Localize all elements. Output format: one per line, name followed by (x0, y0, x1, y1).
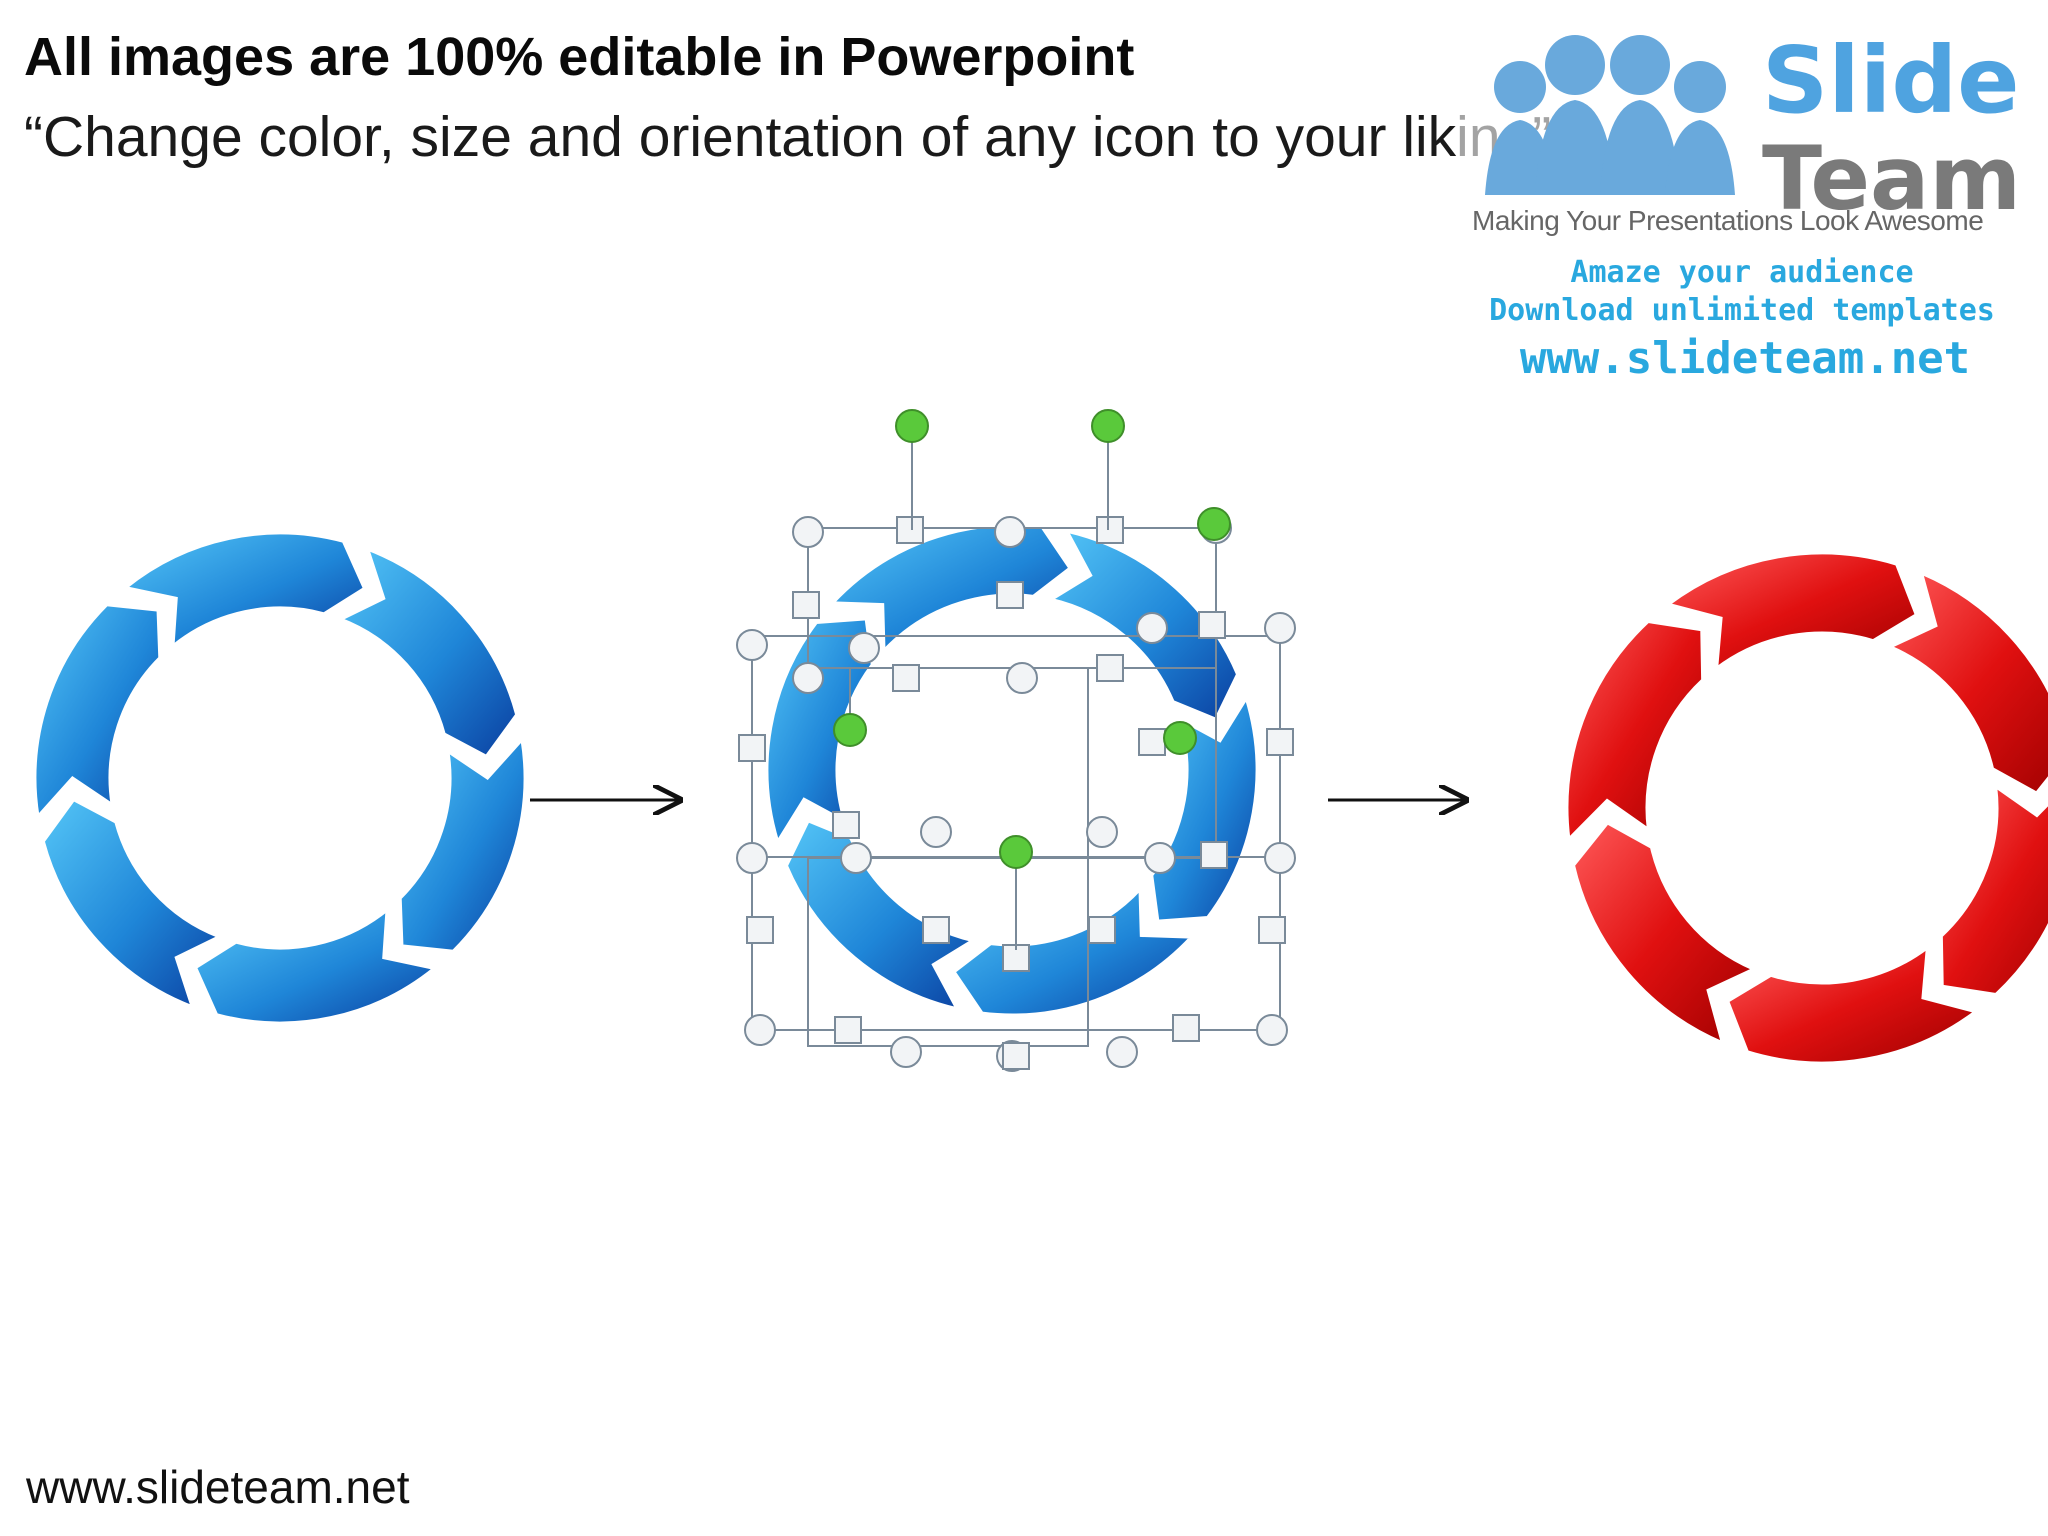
resize-handle[interactable] (1136, 612, 1168, 644)
resize-handle[interactable] (744, 1014, 776, 1046)
logo-promo-line-1: Amaze your audience (1570, 255, 1914, 290)
adjust-handle[interactable] (1200, 841, 1228, 869)
red-arrow-segment[interactable] (1565, 619, 1705, 843)
selected-arrow-segment[interactable] (784, 818, 977, 1011)
selection-box (807, 857, 1089, 1047)
resize-handle[interactable] (920, 816, 952, 848)
adjust-handle[interactable] (892, 664, 920, 692)
resize-handle[interactable] (1086, 816, 1118, 848)
resize-handle[interactable] (1264, 612, 1296, 644)
red-arrow-segment[interactable] (1939, 777, 2048, 997)
selected-blue-cycle[interactable] (765, 523, 1259, 1017)
red-arrow-segment[interactable] (1665, 551, 1919, 672)
adjust-handle[interactable] (996, 581, 1024, 609)
resize-handle[interactable] (792, 662, 824, 694)
logo-word-slide: Slide (1762, 27, 2020, 134)
adjust-handle[interactable] (738, 734, 766, 762)
slideteam-logo[interactable]: Slide Team Making Your Presentations Loo… (1460, 15, 2030, 395)
adjust-handle[interactable] (896, 516, 924, 544)
adjust-handle[interactable] (1198, 611, 1226, 639)
rotation-handle[interactable] (895, 409, 929, 443)
adjust-handle[interactable] (792, 591, 820, 619)
rotation-handle[interactable] (1091, 409, 1125, 443)
blue-arrow-segment[interactable] (33, 603, 162, 820)
red-arrow-segment[interactable] (1571, 821, 1758, 1046)
blue-arrow-segment[interactable] (398, 736, 527, 953)
adjust-handle[interactable] (1172, 1014, 1200, 1042)
slide-subtitle: “Change color, size and orientation of a… (24, 105, 1552, 169)
selected-arrow-segment[interactable] (829, 523, 1072, 655)
rotation-handle[interactable] (833, 713, 867, 747)
adjust-handle[interactable] (834, 1016, 862, 1044)
resize-handle[interactable] (1006, 662, 1038, 694)
adjust-handle[interactable] (1096, 516, 1124, 544)
rotation-handle[interactable] (999, 835, 1033, 869)
resize-handle[interactable] (736, 629, 768, 661)
red-arrow-segment[interactable] (1725, 944, 1979, 1065)
resize-handle[interactable] (736, 842, 768, 874)
red-arrow-segment[interactable] (1886, 570, 2048, 795)
red-cycle[interactable] (1565, 551, 2048, 1065)
resize-handle[interactable] (840, 842, 872, 874)
footer-url[interactable]: www.slideteam.net (26, 1461, 410, 1513)
slide-title: All images are 100% editable in Powerpoi… (24, 27, 1135, 87)
resize-handle[interactable] (1256, 1014, 1288, 1046)
adjust-handle[interactable] (1002, 1042, 1030, 1070)
adjust-handle[interactable] (1096, 654, 1124, 682)
adjust-handle[interactable] (1138, 728, 1166, 756)
adjust-handle[interactable] (1266, 728, 1294, 756)
logo-promo-line-2: Download unlimited templates (1489, 293, 1995, 328)
blue-arrow-segment[interactable] (193, 906, 438, 1025)
rotation-handle[interactable] (1197, 507, 1231, 541)
selected-arrow-segment[interactable] (1150, 694, 1259, 923)
people-group-icon (1485, 35, 1735, 195)
logo-website[interactable]: www.slideteam.net (1519, 333, 1971, 384)
logo-word-team: Team (1762, 127, 2022, 230)
blue-arrow-segment[interactable] (41, 797, 223, 1010)
resize-handle[interactable] (994, 516, 1026, 548)
adjust-handle[interactable] (746, 916, 774, 944)
resize-handle[interactable] (890, 1036, 922, 1068)
resize-handle[interactable] (792, 516, 824, 548)
resize-handle[interactable] (848, 632, 880, 664)
resize-handle[interactable] (1106, 1036, 1138, 1068)
blue-arrow-segment[interactable] (122, 531, 367, 650)
resize-handle[interactable] (1144, 842, 1176, 874)
blue-cycle[interactable] (33, 531, 527, 1025)
adjust-handle[interactable] (1088, 916, 1116, 944)
selection-handles (736, 409, 1296, 1072)
adjust-handle[interactable] (1258, 916, 1286, 944)
resize-handle[interactable] (1264, 842, 1296, 874)
adjust-handle[interactable] (832, 811, 860, 839)
blue-arrow-segment[interactable] (337, 546, 519, 759)
adjust-handle[interactable] (922, 916, 950, 944)
logo-tagline: Making Your Presentations Look Awesome (1472, 205, 1984, 236)
rotation-handle[interactable] (1163, 721, 1197, 755)
